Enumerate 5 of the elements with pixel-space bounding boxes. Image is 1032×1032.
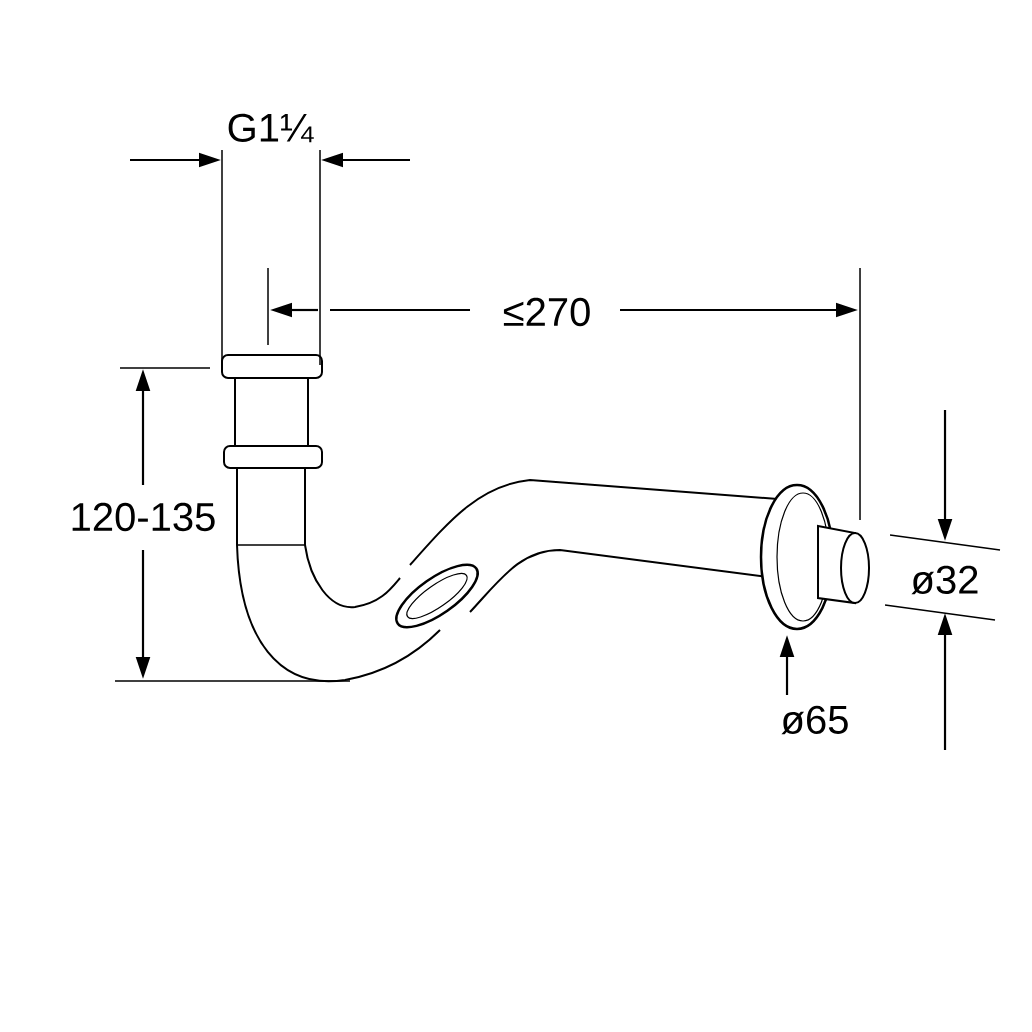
dimension-label: ≤270 [503, 297, 590, 327]
dimension-label: G1¼ [228, 113, 314, 143]
dimension-label: 120-135 [72, 502, 215, 532]
dimension-label: ø65 [781, 705, 848, 735]
dimension-label: ø32 [911, 565, 978, 595]
